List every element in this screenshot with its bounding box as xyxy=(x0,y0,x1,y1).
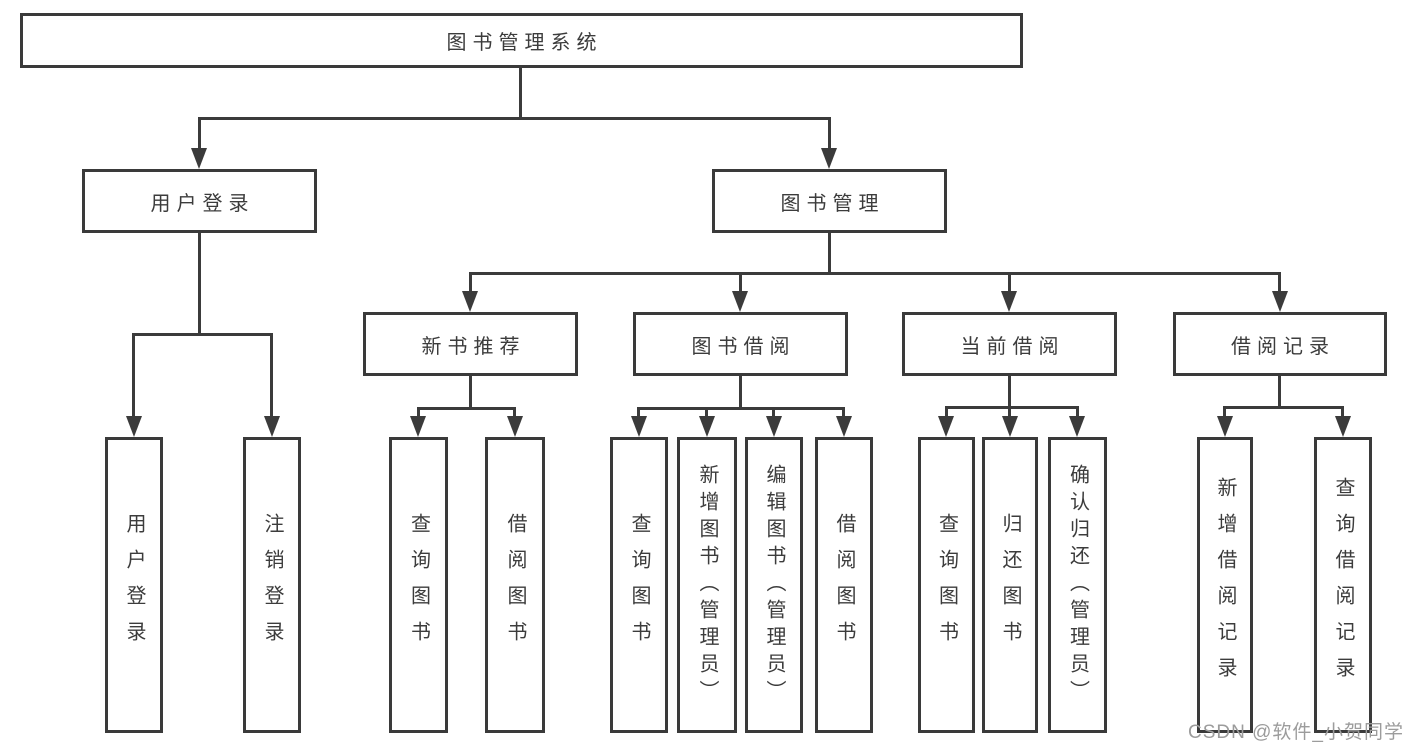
connector-userlogin-stem xyxy=(198,117,201,150)
leaf-record-query-label: 查询借阅记录 xyxy=(1332,477,1354,693)
connector-bookmgmt-down xyxy=(828,233,831,274)
node-current-borrow: 当前借阅 xyxy=(902,312,1117,376)
arrowhead-borrowrecord xyxy=(1272,291,1288,312)
connector-bb-borrow-stem xyxy=(842,407,845,418)
leaf-current-confirm-admin: 确认归还（管理员） xyxy=(1048,437,1107,733)
arrowhead-br-add xyxy=(1217,416,1233,437)
connector-cb-confirm-stem xyxy=(1076,406,1079,418)
connector-bookborrow-stem xyxy=(739,272,742,292)
node-book-management: 图书管理 xyxy=(712,169,947,233)
csdn-watermark: CSDN @软件_小贺同学 xyxy=(1188,722,1404,743)
arrowhead-ul-login xyxy=(126,416,142,437)
node-borrow-record-label: 借阅记录 xyxy=(1231,335,1335,358)
leaf-borrow-query-label: 查询图书 xyxy=(628,513,650,657)
node-book-borrow-label: 图书借阅 xyxy=(691,335,796,358)
arrowhead-ul-logout xyxy=(264,416,280,437)
node-new-book-recommend-label: 新书推荐 xyxy=(421,335,526,358)
leaf-user-login: 用户登录 xyxy=(105,437,163,733)
connector-borrowrecord-split xyxy=(1223,406,1344,409)
node-book-management-label: 图书管理 xyxy=(780,192,885,215)
arrowhead-cb-return xyxy=(1002,416,1018,437)
arrowhead-bb-edit xyxy=(766,416,782,437)
arrowhead-nb-query xyxy=(410,416,426,437)
connector-nb-borrow-stem xyxy=(513,407,516,418)
node-user-login-label: 用户登录 xyxy=(150,192,255,215)
leaf-newbook-borrow: 借阅图书 xyxy=(485,437,545,733)
connector-bookborrow-split xyxy=(637,407,845,410)
connector-cb-return-stem xyxy=(1008,406,1011,418)
connector-bb-edit-stem xyxy=(772,407,775,418)
connector-nb-query-stem xyxy=(417,407,420,418)
leaf-borrow-add-admin: 新增图书（管理员） xyxy=(677,437,737,733)
node-root: 图书管理系统 xyxy=(20,13,1023,68)
leaf-borrow-edit-admin-label: 编辑图书（管理员） xyxy=(763,463,785,707)
connector-level1-split xyxy=(198,117,831,120)
connector-userlogin-down xyxy=(198,233,201,336)
connector-currentborrow-split xyxy=(945,406,1079,409)
node-borrow-record: 借阅记录 xyxy=(1173,312,1387,376)
leaf-record-add: 新增借阅记录 xyxy=(1197,437,1253,733)
leaf-logout-label: 注销登录 xyxy=(261,513,283,657)
arrowhead-bb-query xyxy=(631,416,647,437)
leaf-newbook-borrow-label: 借阅图书 xyxy=(504,513,526,657)
connector-bookmgmt-stem xyxy=(828,117,831,150)
arrowhead-cb-query xyxy=(938,416,954,437)
arrowhead-br-query xyxy=(1335,416,1351,437)
leaf-current-return: 归还图书 xyxy=(982,437,1038,733)
arrowhead-bb-borrow xyxy=(836,416,852,437)
leaf-current-query-label: 查询图书 xyxy=(935,513,958,657)
leaf-borrow-query: 查询图书 xyxy=(610,437,668,733)
node-book-borrow: 图书借阅 xyxy=(633,312,848,376)
connector-br-add-stem xyxy=(1223,406,1226,418)
connector-newbook-down xyxy=(469,376,472,410)
connector-ul-login-stem xyxy=(132,333,135,418)
leaf-logout: 注销登录 xyxy=(243,437,301,733)
node-current-borrow-label: 当前借阅 xyxy=(960,335,1065,358)
connector-newbook-split xyxy=(417,407,516,410)
arrowhead-userlogin xyxy=(191,148,207,169)
leaf-current-return-label: 归还图书 xyxy=(999,513,1021,657)
leaf-borrow-add-admin-label: 新增图书（管理员） xyxy=(696,463,718,707)
connector-borrowrecord-stem xyxy=(1278,272,1281,292)
leaf-current-query: 查询图书 xyxy=(918,437,975,733)
connector-bb-query-stem xyxy=(637,407,640,418)
node-new-book-recommend: 新书推荐 xyxy=(363,312,578,376)
connector-bb-add-stem xyxy=(705,407,708,418)
connector-currentborrow-down xyxy=(1008,376,1011,409)
leaf-record-query: 查询借阅记录 xyxy=(1314,437,1372,733)
arrowhead-nb-borrow xyxy=(507,416,523,437)
leaf-user-login-label: 用户登录 xyxy=(123,513,145,657)
connector-cb-query-stem xyxy=(945,406,948,418)
arrowhead-newbook xyxy=(462,291,478,312)
arrowhead-currentborrow xyxy=(1001,291,1017,312)
node-root-label: 图书管理系统 xyxy=(446,32,603,54)
leaf-newbook-query: 查询图书 xyxy=(389,437,448,733)
connector-ul-logout-stem xyxy=(270,333,273,418)
connector-root-stem xyxy=(519,66,522,118)
arrowhead-cb-confirm xyxy=(1069,416,1085,437)
connector-bookborrow-down xyxy=(739,376,742,410)
leaf-borrow-borrow-label: 借阅图书 xyxy=(833,513,855,657)
connector-level2-split xyxy=(469,272,1281,275)
leaf-record-add-label: 新增借阅记录 xyxy=(1214,477,1236,693)
arrowhead-bookmgmt xyxy=(821,148,837,169)
leaf-newbook-query-label: 查询图书 xyxy=(407,513,430,657)
connector-userlogin-split xyxy=(132,333,273,336)
leaf-borrow-borrow: 借阅图书 xyxy=(815,437,873,733)
leaf-current-confirm-admin-label: 确认归还（管理员） xyxy=(1066,463,1089,707)
node-user-login: 用户登录 xyxy=(82,169,317,233)
leaf-borrow-edit-admin: 编辑图书（管理员） xyxy=(745,437,803,733)
connector-currentborrow-stem xyxy=(1008,272,1011,292)
arrowhead-bookborrow xyxy=(732,291,748,312)
connector-newbook-stem xyxy=(469,272,472,292)
connector-borrowrecord-down xyxy=(1278,376,1281,409)
arrowhead-bb-add xyxy=(699,416,715,437)
connector-br-query-stem xyxy=(1341,406,1344,418)
